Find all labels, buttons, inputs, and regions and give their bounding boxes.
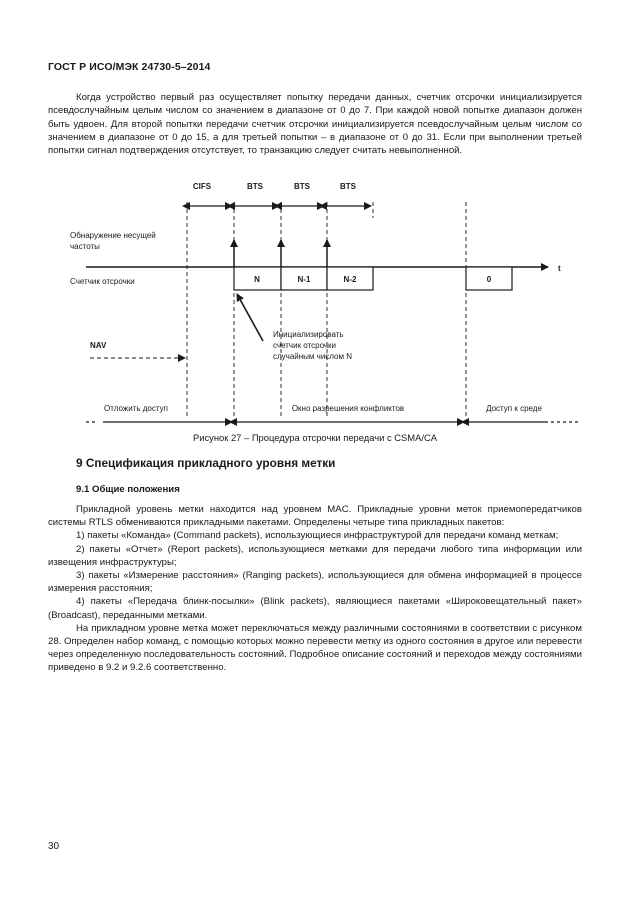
bts-label-2: BTS [294, 182, 311, 191]
init-label-line2: счетчик отсрочки [273, 341, 336, 350]
section-body: Прикладной уровень метки находится над у… [48, 503, 582, 675]
list-item: 4) пакеты «Передача блинк-посылки» (Blin… [48, 596, 582, 621]
subsection-title: 9.1 Общие положения [76, 484, 180, 495]
cifs-label: CIFS [193, 182, 212, 191]
body-paragraph-1: Прикладной уровень метки находится над у… [48, 504, 582, 529]
medium-access-label: Доступ к среде [486, 404, 542, 413]
carrier-arrows [230, 239, 331, 267]
vertical-guides [186, 202, 467, 416]
box-0: 0 [487, 275, 492, 284]
backoff-diagram: CIFS BTS BTS BTS Обнаружение несущ [70, 182, 578, 426]
intro-paragraph: Когда устройство первый раз осуществляет… [48, 91, 582, 157]
counter-label: Счетчик отсрочки [70, 277, 135, 286]
init-label-line3: случайным числом N [273, 352, 352, 361]
time-axis-label: t [558, 264, 561, 273]
carrier-label-line1: Обнаружение несущей [70, 231, 156, 240]
page-number: 30 [48, 841, 60, 852]
contention-window-label: Окно разрешения конфликтов [292, 404, 404, 413]
intro-text: Когда устройство первый раз осуществляет… [48, 92, 582, 157]
init-label-line1: Инициализировать [273, 330, 344, 339]
box-n: N [254, 275, 260, 284]
box-n-2: N-2 [344, 275, 357, 284]
bts-label-1: BTS [247, 182, 264, 191]
list-item: 3) пакеты «Измерение расстояния» (Rangin… [48, 570, 582, 595]
bts-label-3: BTS [340, 182, 357, 191]
box-n-1: N-1 [298, 275, 311, 284]
figure-caption: Рисунок 27 – Процедура отсрочки передачи… [193, 432, 437, 443]
backoff-figure: CIFS BTS BTS BTS Обнаружение несущ [48, 176, 582, 428]
nav-label: NAV [90, 341, 107, 350]
document-header: ГОСТ Р ИСО/МЭК 24730-5–2014 [48, 61, 211, 73]
body-paragraph-2: На прикладном уровне метка может переклю… [48, 622, 582, 674]
counter-boxes [233, 266, 513, 291]
init-arrow [236, 293, 264, 342]
section-title: 9 Спецификация прикладного уровня метки [76, 456, 336, 470]
defer-access-label: Отложить доступ [104, 404, 168, 413]
carrier-label-line2: частоты [70, 242, 100, 251]
list-item: 2) пакеты «Отчет» (Report packets), испо… [48, 543, 582, 568]
list-item: 1) пакеты «Команда» (Command packets), и… [76, 530, 559, 542]
